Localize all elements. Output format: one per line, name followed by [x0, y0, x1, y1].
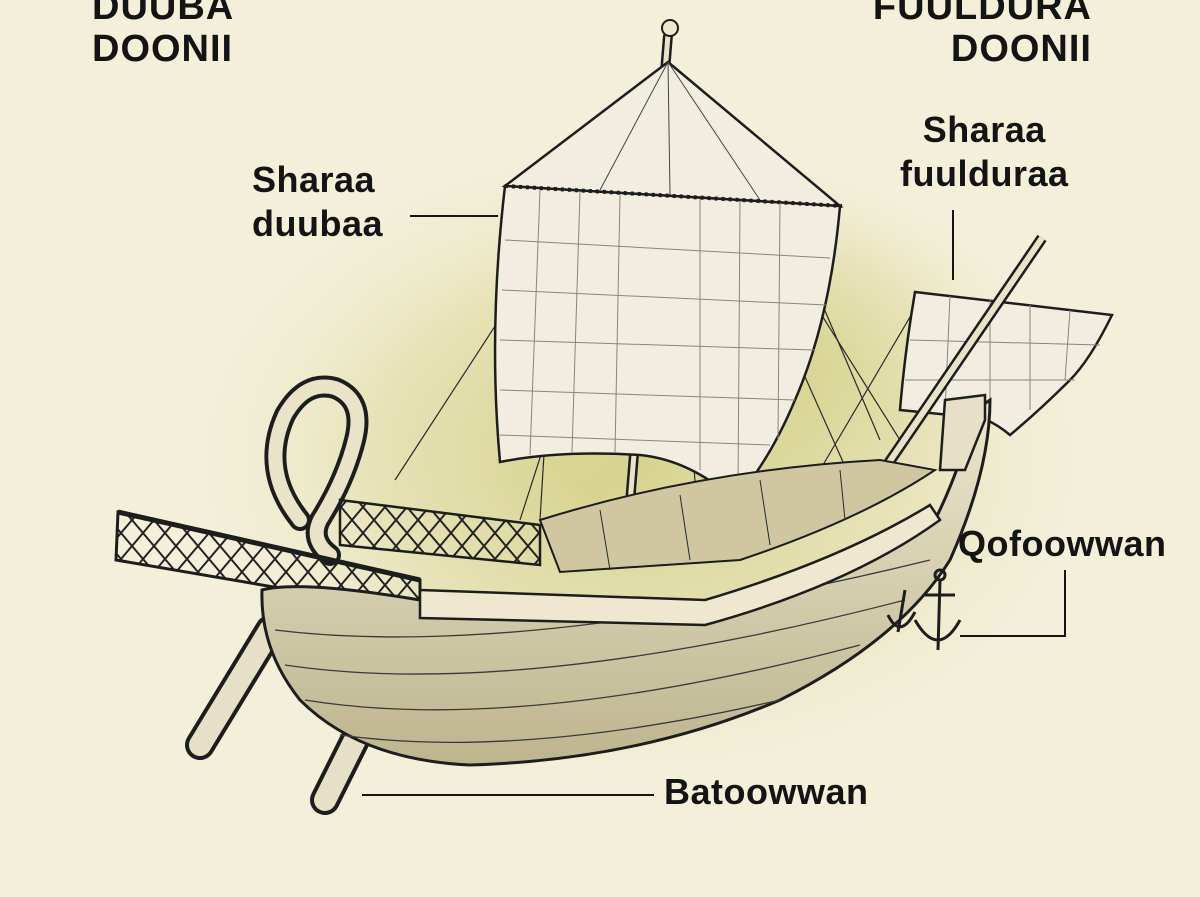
foresail-label: Sharaa fuulduraa [900, 108, 1069, 196]
stern-title: DUUBA DOONII [92, 0, 234, 70]
main-sail [493, 184, 843, 502]
anchors-label: Qofoowwan [958, 523, 1167, 564]
stern-ornament [264, 375, 369, 566]
bow-title: FUULDURA DOONII [873, 0, 1092, 70]
bow-title-line-2: DOONII [950, 28, 1092, 70]
mainsail-label: Sharaa duubaa [252, 158, 383, 246]
hull [260, 393, 992, 767]
anchors [886, 568, 962, 651]
mainsail-label-line-2: duubaa [252, 203, 384, 244]
leader-lines [362, 210, 1066, 796]
stern-gallery [114, 498, 542, 614]
leader-anchors [960, 570, 1066, 637]
foresail-label-line-2: fuulduraa [900, 153, 1069, 194]
bow-title-line-1: FUULDURA [872, 0, 1092, 28]
top-sail [501, 60, 844, 208]
mainsail-label-line-1: Sharaa [252, 159, 376, 200]
stern-title-line-2: DOONII [92, 28, 234, 70]
stern-title-line-1: DUUBA [92, 0, 235, 28]
oars-label: Batoowwan [664, 771, 869, 812]
foresail-label-line-1: Sharaa [922, 109, 1046, 150]
